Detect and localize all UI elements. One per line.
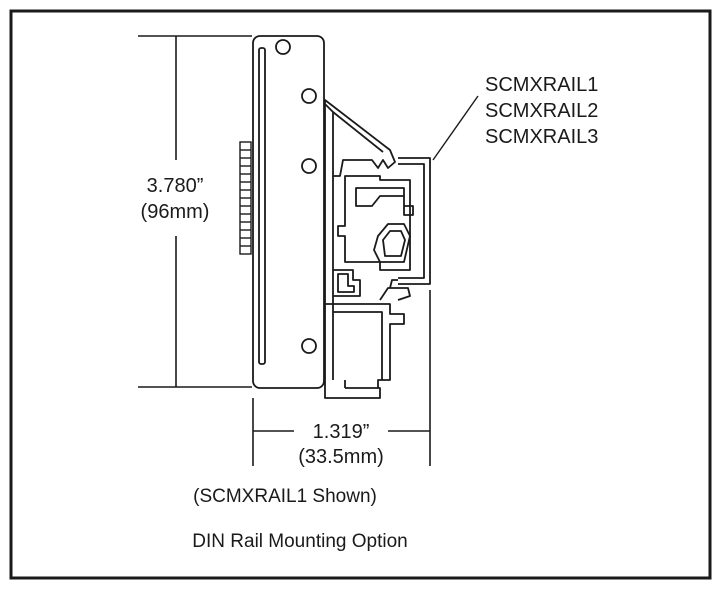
diagram-title: DIN Rail Mounting Option xyxy=(192,531,407,552)
height-dimension xyxy=(138,35,252,388)
module-side-plate xyxy=(252,35,325,389)
depth-inches-label: 1.319” xyxy=(313,421,370,443)
depth-dimension xyxy=(252,290,431,466)
connector-pins xyxy=(239,141,252,255)
part-number-2: SCMXRAIL2 xyxy=(485,100,598,122)
depth-mm-label: (33.5mm) xyxy=(298,446,384,468)
part-number-leader xyxy=(432,95,479,161)
part-number-3: SCMXRAIL3 xyxy=(485,126,598,148)
height-mm-label: (96mm) xyxy=(141,201,210,223)
shown-note: (SCMXRAIL1 Shown) xyxy=(193,486,377,507)
diagram-border xyxy=(9,9,712,580)
height-inches-label: 3.780” xyxy=(147,175,204,197)
rail-adapter xyxy=(324,99,431,399)
part-number-1: SCMXRAIL1 xyxy=(485,74,598,96)
